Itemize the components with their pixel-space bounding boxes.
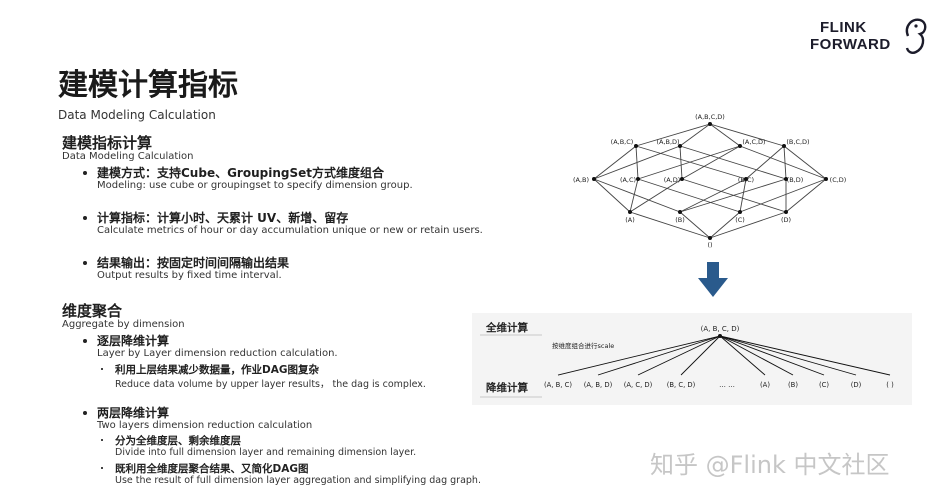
lattice-node-label: (A,D)	[664, 176, 681, 184]
dimension-reduction-tree: 全维计算 降维计算 (A, B, C, D) 按维度组合进行scale (A, …	[472, 313, 912, 405]
tree-root-label: (A, B, C, D)	[701, 325, 740, 333]
lattice-node-label: (A,C,D)	[742, 138, 765, 146]
lattice-node-label: (C,D)	[830, 176, 847, 184]
tree-leaf-label: (D)	[851, 381, 862, 389]
tree-leaf-label: (C)	[819, 381, 829, 389]
bullet-dot	[83, 261, 87, 265]
bullet-two-layers-desc: Two layers dimension reduction calculati…	[97, 420, 313, 431]
sub-bullet-simplify-dag-desc: Use the result of full dimension layer a…	[115, 475, 481, 486]
reduce-dimension-label: 降维计算	[486, 381, 528, 394]
lattice-node-label: (A,C)	[620, 176, 636, 184]
flink-forward-logo: FLINK FORWARD	[810, 16, 928, 58]
bullet-output: 结果输出：按固定时间间隔输出结果	[97, 256, 290, 270]
tree-leaf-label: (A, B, D)	[584, 381, 613, 389]
lattice-node-label: (B,C)	[738, 176, 754, 184]
sub-bullet-divide-layers: 分为全维度层、剩余维度层	[115, 435, 241, 447]
full-dimension-label: 全维计算	[485, 321, 528, 334]
tree-leaf-label: (B, C, D)	[667, 381, 696, 389]
bullet-modeling-mode-desc: Modeling: use cube or groupingset to spe…	[97, 180, 413, 191]
section-title-aggregate: 维度聚合	[62, 302, 123, 320]
lattice-node-label: ()	[707, 241, 712, 249]
section-subtitle-aggregate: Aggregate by dimension	[62, 319, 185, 330]
sub-bullet-reduce-volume-desc: Reduce data volume by upper layer result…	[115, 379, 426, 390]
section-subtitle-modeling: Data Modeling Calculation	[62, 151, 194, 162]
down-arrow-icon	[698, 262, 728, 297]
bullet-dot	[83, 216, 87, 220]
lattice-node-label: (B)	[675, 216, 685, 224]
lattice-node-label: (B,D)	[787, 176, 804, 184]
sub-bullet-reduce-volume: 利用上层结果减少数据量，作业DAG图复杂	[115, 364, 319, 376]
page-subtitle: Data Modeling Calculation	[58, 108, 216, 122]
bullet-layer-by-layer: 逐层降维计算	[97, 334, 170, 348]
lattice-node-label: (D)	[781, 216, 791, 224]
bullet-metrics: 计算指标：计算小时、天累计 UV、新增、留存	[97, 211, 349, 225]
section-title-modeling: 建模指标计算	[62, 134, 153, 152]
lattice-node-label: (B,C,D)	[786, 138, 809, 146]
bullet-dot	[83, 411, 87, 415]
bullet-output-desc: Output results by fixed time interval.	[97, 270, 282, 281]
lattice-node-label: (A,B,C)	[611, 138, 634, 146]
sub-bullet-mark	[101, 439, 103, 441]
tree-leaf-label: (A, C, D)	[624, 381, 653, 389]
zhihu-watermark: 知乎 @Flink 中文社区	[650, 451, 890, 479]
tree-leaf-label: ( )	[886, 381, 894, 389]
tree-leaf-label: (B)	[788, 381, 798, 389]
bullet-layer-by-layer-desc: Layer by Layer dimension reduction calcu…	[97, 348, 338, 359]
sub-bullet-divide-layers-desc: Divide into full dimension layer and rem…	[115, 447, 417, 458]
tree-leaf-label: (A, B, C)	[544, 381, 572, 389]
logo-line-1: FLINK	[820, 19, 867, 36]
lattice-edges	[593, 123, 827, 239]
bullet-modeling-mode: 建模方式：支持Cube、GroupingSet方式维度组合	[97, 166, 384, 180]
lattice-node-label: (A,B)	[573, 176, 589, 184]
page-title: 建模计算指标	[58, 68, 238, 103]
tree-edges	[557, 335, 891, 376]
bullet-dot	[83, 339, 87, 343]
bullet-dot	[83, 171, 87, 175]
lattice-nodes	[592, 122, 828, 240]
squirrel-icon	[905, 18, 927, 54]
lattice-node-label: (A)	[625, 216, 635, 224]
scale-note: 按维度组合进行scale	[552, 341, 614, 350]
sub-bullet-simplify-dag: 既利用全维度层聚合结果、又简化DAG图	[115, 463, 309, 475]
logo-line-2: FORWARD	[810, 36, 891, 53]
tree-leaf-label: (A)	[760, 381, 770, 389]
cube-lattice-diagram: (A,B,C,D) (A,B,C) (A,B,D) (A,C,D) (B,C,D…	[573, 113, 847, 249]
bullet-two-layers: 两层降维计算	[97, 406, 170, 420]
sub-bullet-mark	[101, 467, 103, 469]
sub-bullet-mark	[101, 368, 103, 370]
tree-root-node	[718, 334, 722, 338]
lattice-node-label: (A,B,D)	[656, 138, 679, 146]
lattice-node-label: (C)	[735, 216, 745, 224]
tree-leaf-label: … …	[719, 381, 735, 389]
bullet-metrics-desc: Calculate metrics of hour or day accumul…	[97, 225, 483, 236]
lattice-node-label: (A,B,C,D)	[695, 113, 725, 121]
